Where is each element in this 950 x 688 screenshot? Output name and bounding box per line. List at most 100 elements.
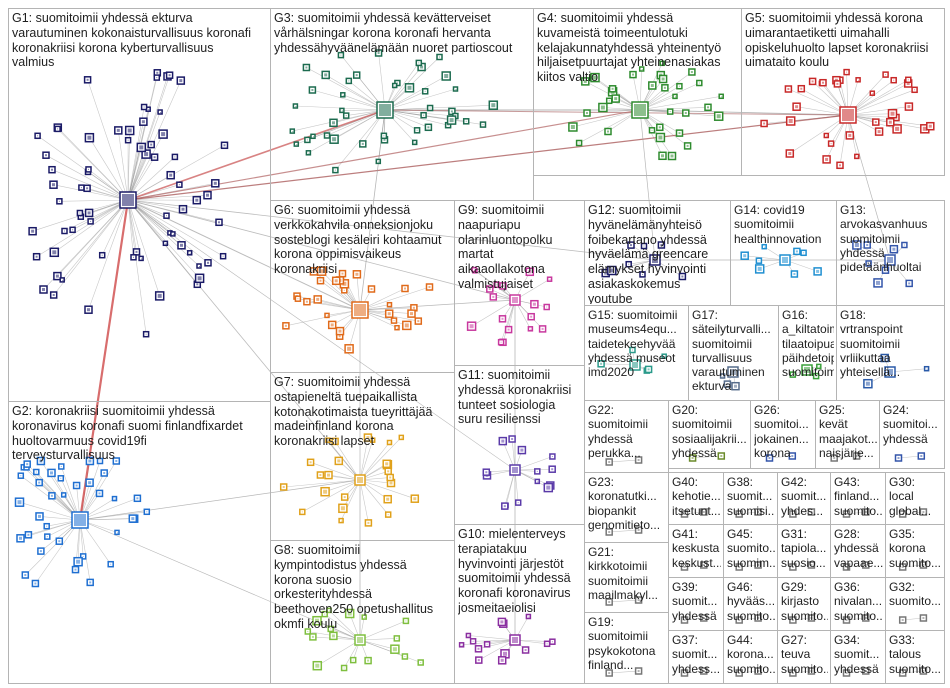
node-g7-2-fill: [413, 497, 417, 501]
node-g13-3-fill: [903, 244, 905, 246]
hub-node-g3-fill: [379, 104, 391, 116]
node-g6-23-fill: [417, 320, 420, 323]
node-g27-a-fill: [791, 672, 794, 674]
node-g24-b-fill: [920, 455, 923, 457]
hub-node-g4-fill: [634, 104, 646, 116]
edge-g1-53: [127, 145, 225, 201]
node-g3-14-fill: [306, 139, 308, 141]
node-g12-7-fill: [643, 245, 645, 247]
edge-g1-22: [127, 199, 200, 279]
edge-g1-15: [89, 137, 129, 201]
group-box-g9: [454, 200, 585, 366]
group-box-g20: [668, 400, 751, 469]
node-g8-16-fill: [311, 635, 314, 638]
node-g14-6-fill: [793, 273, 796, 275]
node-g8-15-fill: [364, 617, 366, 619]
edge-g1-48: [127, 133, 164, 201]
node-g37-b-fill: [702, 670, 705, 672]
node-g7-20-fill: [334, 440, 337, 443]
group-box-g43: [830, 472, 886, 525]
node-g31-b-fill: [810, 564, 813, 566]
edge-g10-8: [468, 635, 516, 641]
node-g7-7-fill: [340, 506, 345, 511]
node-g5-8-fill: [787, 88, 790, 90]
edge-g7-14: [302, 479, 361, 513]
node-g7-12-fill: [367, 521, 370, 524]
cross-edge-11: [359, 299, 516, 311]
node-g1-26-fill: [72, 229, 74, 231]
node-g8-11-fill: [307, 631, 309, 632]
node-g14-0-fill: [764, 246, 766, 248]
node-g25-a-fill: [833, 457, 836, 459]
node-g6-15-fill: [412, 306, 415, 309]
node-g13-5-fill: [892, 247, 896, 251]
group-box-g22: [584, 400, 669, 473]
node-g1-27-fill: [160, 112, 162, 113]
node-g11-8-fill: [537, 481, 539, 483]
group-box-g18: [836, 305, 945, 401]
edge-g6-11: [359, 286, 430, 311]
node-g2-22-fill: [82, 555, 84, 557]
node-g4-11-fill: [678, 132, 681, 135]
node-g10-6-fill: [500, 620, 504, 624]
cross-edge-7: [127, 199, 361, 481]
node-g8-0-fill: [315, 618, 319, 623]
node-g12-1-fill: [628, 263, 630, 265]
edge-g1-31: [127, 199, 184, 210]
node-g3-20-fill: [305, 66, 308, 69]
edge-g3-20: [306, 67, 386, 111]
node-g3-5-fill: [429, 107, 431, 109]
node-g1-9-fill: [143, 106, 145, 108]
node-g1-65-fill: [139, 145, 144, 150]
node-g34-a-fill: [845, 672, 848, 674]
node-g7-19-fill: [319, 474, 322, 476]
edge-g1-59: [61, 199, 129, 281]
group-box-g8: [270, 540, 455, 684]
node-g7-3-fill: [341, 520, 343, 522]
node-g39-b-fill: [702, 617, 705, 619]
node-g1-66-fill: [156, 77, 158, 79]
node-g4-0-fill: [662, 63, 664, 65]
node-g3-12-fill: [491, 103, 496, 108]
node-g37-a-fill: [683, 672, 686, 674]
group-box-g46: [723, 577, 778, 631]
node-g1-0-fill: [58, 200, 60, 202]
node-g6-3-fill: [342, 281, 347, 286]
node-g12-6-fill: [681, 275, 684, 278]
node-g12-3-fill: [630, 244, 632, 247]
node-g11-2-fill: [536, 470, 538, 472]
node-g5-26-fill: [907, 105, 911, 109]
node-g1-24-fill: [90, 220, 92, 222]
node-g26-b-fill: [791, 455, 794, 457]
node-g33-a-fill: [901, 672, 904, 674]
node-g4-27-fill: [675, 96, 676, 98]
node-g4-2-fill: [570, 125, 575, 129]
edge-g1-52: [127, 80, 182, 201]
node-g9-12-fill: [546, 306, 548, 308]
node-g6-11-fill: [428, 286, 431, 288]
edge-g12-5: [611, 259, 656, 271]
group-box-g26: [750, 400, 816, 469]
edge-g2-31: [79, 498, 138, 521]
node-g24-a-fill: [897, 457, 900, 459]
node-g1-13-fill: [127, 128, 132, 133]
node-g4-17-fill: [721, 96, 723, 98]
node-g41-b-fill: [702, 564, 705, 566]
cross-edge-19: [639, 109, 656, 261]
node-g4-32-fill: [670, 154, 674, 158]
node-g1-16-fill: [86, 78, 89, 81]
node-g4-24-fill: [690, 71, 693, 73]
node-g38-b-fill: [757, 511, 760, 513]
node-g3-11-fill: [308, 152, 310, 154]
node-g1-63-fill: [189, 252, 191, 254]
cross-edge-0: [127, 109, 386, 201]
node-g18-0-fill: [926, 368, 928, 370]
node-g1-46-fill: [174, 156, 176, 158]
node-g16-0-fill: [792, 374, 794, 376]
node-g6-13-fill: [327, 315, 328, 317]
group-box-g32: [885, 577, 945, 631]
edge-g1-20: [45, 154, 129, 201]
node-g8-7-fill: [315, 663, 320, 668]
edge-g5-12: [789, 114, 849, 154]
node-g2-16-fill: [38, 514, 41, 518]
